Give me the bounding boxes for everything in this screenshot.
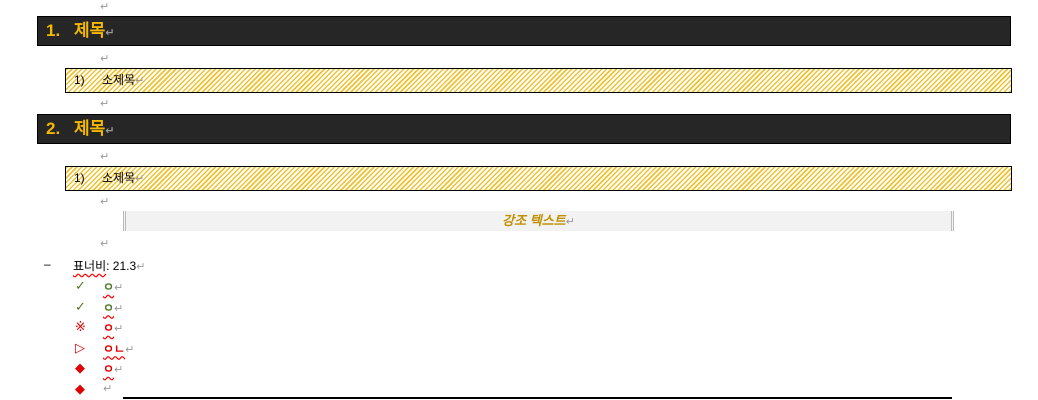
emphasis-text: 강조 텍스트 bbox=[502, 213, 566, 228]
paragraph-mark: ↵ bbox=[100, 196, 110, 208]
table-width-line[interactable]: – 표너비: 21.3↵ bbox=[0, 257, 400, 273]
paragraph-mark: ↵ bbox=[114, 364, 124, 376]
list-item[interactable]: ▷ ㅇㄴ↵ bbox=[0, 340, 400, 358]
subheading-title: 소제목 bbox=[102, 171, 136, 185]
list-item[interactable]: ◆ ↵ bbox=[0, 381, 400, 399]
paragraph-mark: ↵ bbox=[100, 53, 110, 65]
heading-2[interactable]: 2. 제목↵ bbox=[37, 114, 1011, 144]
list-item-text: ㅇ bbox=[103, 321, 115, 335]
list-item[interactable]: ✓ ㅇ↵ bbox=[0, 299, 400, 317]
emphasis-box[interactable]: 강조 텍스트↵ bbox=[123, 211, 954, 231]
list-item[interactable]: ※ ㅇ↵ bbox=[0, 319, 400, 337]
horizontal-rule bbox=[123, 397, 952, 399]
list-item-text: ㅇ bbox=[103, 300, 115, 315]
paragraph-mark: ↵ bbox=[125, 343, 135, 356]
heading-title: 제목 bbox=[74, 21, 106, 40]
paragraph-mark: ↵ bbox=[100, 1, 110, 13]
paragraph-mark: ↵ bbox=[105, 125, 115, 137]
bullet-icon: ✓ bbox=[75, 298, 86, 314]
subheading-number: 1) bbox=[74, 73, 85, 87]
paragraph-mark: ↵ bbox=[105, 27, 115, 39]
paragraph-mark: ↵ bbox=[135, 75, 145, 87]
paragraph-mark: ↵ bbox=[100, 151, 110, 163]
paragraph-mark: ↵ bbox=[135, 173, 145, 185]
subheading-title: 소제목 bbox=[102, 73, 136, 87]
list-item-text: ㅇ bbox=[103, 362, 115, 376]
table-width-label: 표너비 bbox=[73, 259, 107, 273]
paragraph-mark: ↵ bbox=[114, 282, 124, 294]
paragraph-mark: ↵ bbox=[114, 302, 124, 315]
subheading-number: 1) bbox=[74, 171, 85, 185]
paragraph-mark: ↵ bbox=[114, 323, 124, 335]
table-width-value: : 21.3 bbox=[106, 259, 137, 273]
heading-title: 제목 bbox=[74, 119, 106, 138]
dash-bullet: – bbox=[44, 257, 51, 271]
paragraph-mark: ↵ bbox=[100, 238, 110, 250]
heading-1[interactable]: 1. 제목↵ bbox=[37, 16, 1011, 46]
bullet-icon: ◆ bbox=[75, 360, 85, 375]
heading-number: 2. bbox=[46, 119, 61, 138]
subheading-1[interactable]: 1) 소제목↵ bbox=[65, 68, 1012, 93]
bullet-icon: ◆ bbox=[75, 380, 85, 396]
subheading-2[interactable]: 1) 소제목↵ bbox=[65, 166, 1012, 191]
list-item-text: ㅇ bbox=[103, 280, 115, 294]
bullet-icon: ※ bbox=[75, 319, 86, 334]
heading-number: 1. bbox=[46, 21, 61, 40]
bullet-icon: ▷ bbox=[75, 339, 85, 355]
list-item-text: ㅇㄴ bbox=[103, 341, 126, 356]
paragraph-mark: ↵ bbox=[100, 98, 110, 110]
list-item[interactable]: ✓ ㅇ↵ bbox=[0, 278, 400, 296]
paragraph-mark: ↵ bbox=[565, 216, 575, 228]
bullet-icon: ✓ bbox=[75, 278, 86, 293]
paragraph-mark: ↵ bbox=[103, 382, 113, 395]
list-item[interactable]: ◆ ㅇ↵ bbox=[0, 360, 400, 378]
paragraph-mark: ↵ bbox=[136, 261, 146, 273]
